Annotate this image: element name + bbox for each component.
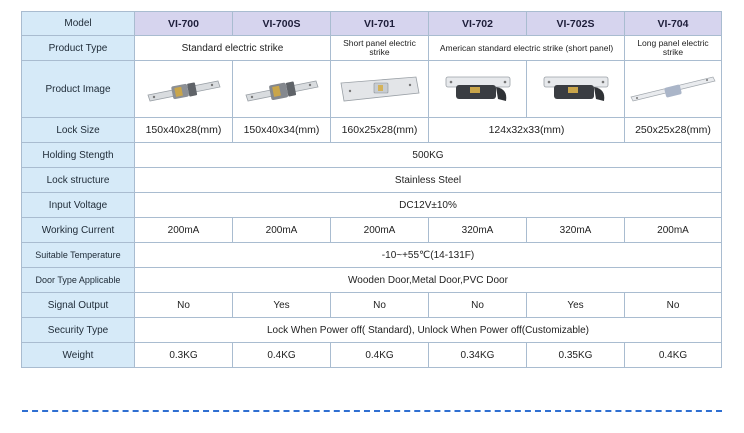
lock-size-label: Lock Size <box>21 117 135 143</box>
signal-output-vi-704: No <box>624 292 722 318</box>
security-type-row: Security Type Lock When Power off( Stand… <box>21 317 722 343</box>
signal-output-row: Signal Output No Yes No No Yes No <box>21 292 722 318</box>
weight-vi-700s: 0.4KG <box>232 342 331 368</box>
input-voltage-label: Input Voltage <box>21 192 135 218</box>
strike-lock-icon <box>146 80 221 102</box>
signal-output-label: Signal Output <box>21 292 135 318</box>
american-strike-icon <box>543 76 608 101</box>
model-vi-701: VI-701 <box>330 11 429 36</box>
lock-size-vi-700: 150x40x28(mm) <box>134 117 233 143</box>
holding-strength-value: 500KG <box>134 142 722 168</box>
weight-row: Weight 0.3KG 0.4KG 0.4KG 0.34KG 0.35KG 0… <box>21 342 722 368</box>
security-type-label: Security Type <box>21 317 135 343</box>
product-type-american: American standard electric strike (short… <box>428 35 625 61</box>
working-current-vi-702s: 320mA <box>526 217 625 243</box>
lock-structure-row: Lock structure Stainless Steel <box>21 167 722 193</box>
working-current-vi-704: 200mA <box>624 217 722 243</box>
signal-output-vi-700: No <box>134 292 233 318</box>
spec-table: Model VI-700 VI-700S VI-701 VI-702 VI-70… <box>21 11 722 368</box>
input-voltage-row: Input Voltage DC12V±10% <box>21 192 722 218</box>
signal-output-vi-702: No <box>428 292 527 318</box>
dashed-divider <box>22 410 722 412</box>
lock-size-vi-704: 250x25x28(mm) <box>624 117 722 143</box>
model-vi-702: VI-702 <box>428 11 527 36</box>
lock-size-vi-700s: 150x40x34(mm) <box>232 117 331 143</box>
product-image-row: Product Image <box>21 60 722 118</box>
product-type-long-panel: Long panel electric strike <box>624 35 722 61</box>
product-image-vi-700s <box>232 60 331 118</box>
door-type-row: Door Type Applicable Wooden Door,Metal D… <box>21 267 722 293</box>
lock-structure-label: Lock structure <box>21 167 135 193</box>
model-vi-700s: VI-700S <box>232 11 331 36</box>
product-image-label: Product Image <box>21 60 135 118</box>
strike-lock-icon <box>244 80 319 102</box>
product-image-vi-701 <box>330 60 429 118</box>
lock-size-row: Lock Size 150x40x28(mm) 150x40x34(mm) 16… <box>21 117 722 143</box>
lock-size-vi-702: 124x32x33(mm) <box>428 117 625 143</box>
product-type-short-panel: Short panel electric strike <box>330 35 429 61</box>
weight-vi-704: 0.4KG <box>624 342 722 368</box>
weight-vi-702: 0.34KG <box>428 342 527 368</box>
working-current-vi-700s: 200mA <box>232 217 331 243</box>
working-current-row: Working Current 200mA 200mA 200mA 320mA … <box>21 217 722 243</box>
temperature-row: Suitable Temperature -10~+55℃(14-131F) <box>21 242 722 268</box>
weight-label: Weight <box>21 342 135 368</box>
lock-structure-value: Stainless Steel <box>134 167 722 193</box>
input-voltage-value: DC12V±10% <box>134 192 722 218</box>
working-current-vi-702: 320mA <box>428 217 527 243</box>
product-image-vi-702 <box>428 60 527 118</box>
working-current-vi-700: 200mA <box>134 217 233 243</box>
security-type-value: Lock When Power off( Standard), Unlock W… <box>134 317 722 343</box>
model-label: Model <box>21 11 135 36</box>
door-type-value: Wooden Door,Metal Door,PVC Door <box>134 267 722 293</box>
working-current-label: Working Current <box>21 217 135 243</box>
temperature-value: -10~+55℃(14-131F) <box>134 242 722 268</box>
header-row: Model VI-700 VI-700S VI-701 VI-702 VI-70… <box>21 11 722 36</box>
model-vi-702s: VI-702S <box>526 11 625 36</box>
signal-output-vi-700s: Yes <box>232 292 331 318</box>
signal-output-vi-702s: Yes <box>526 292 625 318</box>
product-type-standard: Standard electric strike <box>134 35 331 61</box>
holding-strength-label: Holding Stength <box>21 142 135 168</box>
product-image-vi-704 <box>624 60 722 118</box>
weight-vi-700: 0.3KG <box>134 342 233 368</box>
model-vi-704: VI-704 <box>624 11 722 36</box>
temperature-label: Suitable Temperature <box>21 242 135 268</box>
weight-vi-702s: 0.35KG <box>526 342 625 368</box>
weight-vi-701: 0.4KG <box>330 342 429 368</box>
holding-strength-row: Holding Stength 500KG <box>21 142 722 168</box>
working-current-vi-701: 200mA <box>330 217 429 243</box>
american-strike-icon <box>445 76 510 101</box>
short-panel-strike-icon <box>340 76 419 102</box>
model-vi-700: VI-700 <box>134 11 233 36</box>
lock-size-vi-701: 160x25x28(mm) <box>330 117 429 143</box>
signal-output-vi-701: No <box>330 292 429 318</box>
product-image-vi-700 <box>134 60 233 118</box>
product-type-row: Product Type Standard electric strike Sh… <box>21 35 722 61</box>
long-panel-strike-icon <box>630 76 716 102</box>
product-type-label: Product Type <box>21 35 135 61</box>
product-image-vi-702s <box>526 60 625 118</box>
door-type-label: Door Type Applicable <box>21 267 135 293</box>
